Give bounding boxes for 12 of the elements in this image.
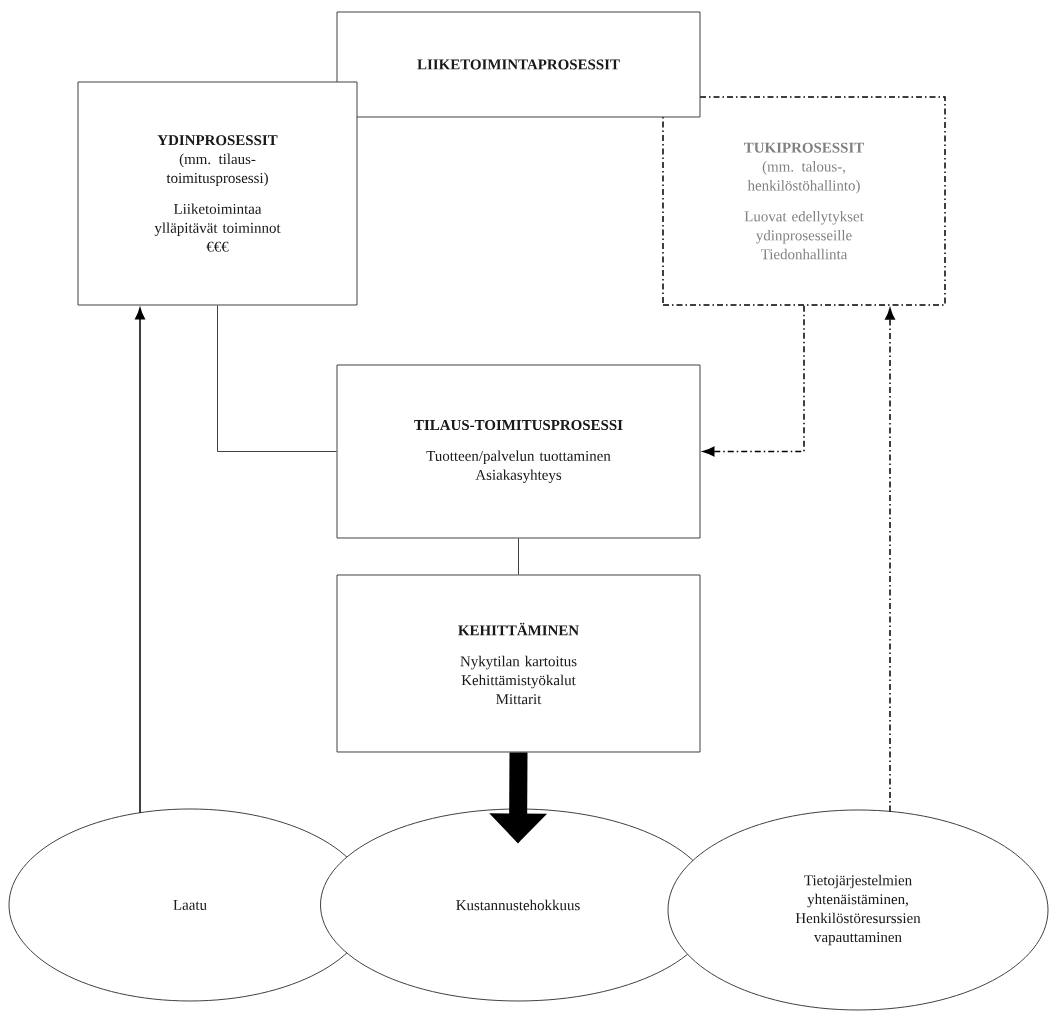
process-box: LIIKETOIMINTAPROSESSIT <box>336 11 701 118</box>
node-label: Tietojärjestelmien yhtenäistäminen, Henkilöstöresurssien vapauttaminen <box>795 874 921 946</box>
process-box: YDINPROSESSIT (mm. tilaus-toimitusprosessi) Liiketoimintaa ylläpitävät toiminnot €€€ <box>77 81 358 306</box>
arrow <box>135 307 145 814</box>
connector-line <box>217 305 337 452</box>
process-box: KEHITTÄMINEN Nykytilan kartoitus Kehittämistyökalut Mittarit <box>336 574 701 753</box>
arrow <box>885 307 895 813</box>
connector-line <box>518 538 519 575</box>
process-box: TILAUS-TOIMITUSPROSESSI Tuotteen/palvelun tuottaminen Asiakasyhteys <box>336 364 701 539</box>
node-label: Kustannustehokkuus <box>456 899 580 911</box>
process-box: TUKIPROSESSIT (mm. talous-, henkilöstöhallinto) Luovat edellytykset ydinprosesseille Tiedonhallinta <box>662 96 946 306</box>
arrow <box>702 305 805 457</box>
